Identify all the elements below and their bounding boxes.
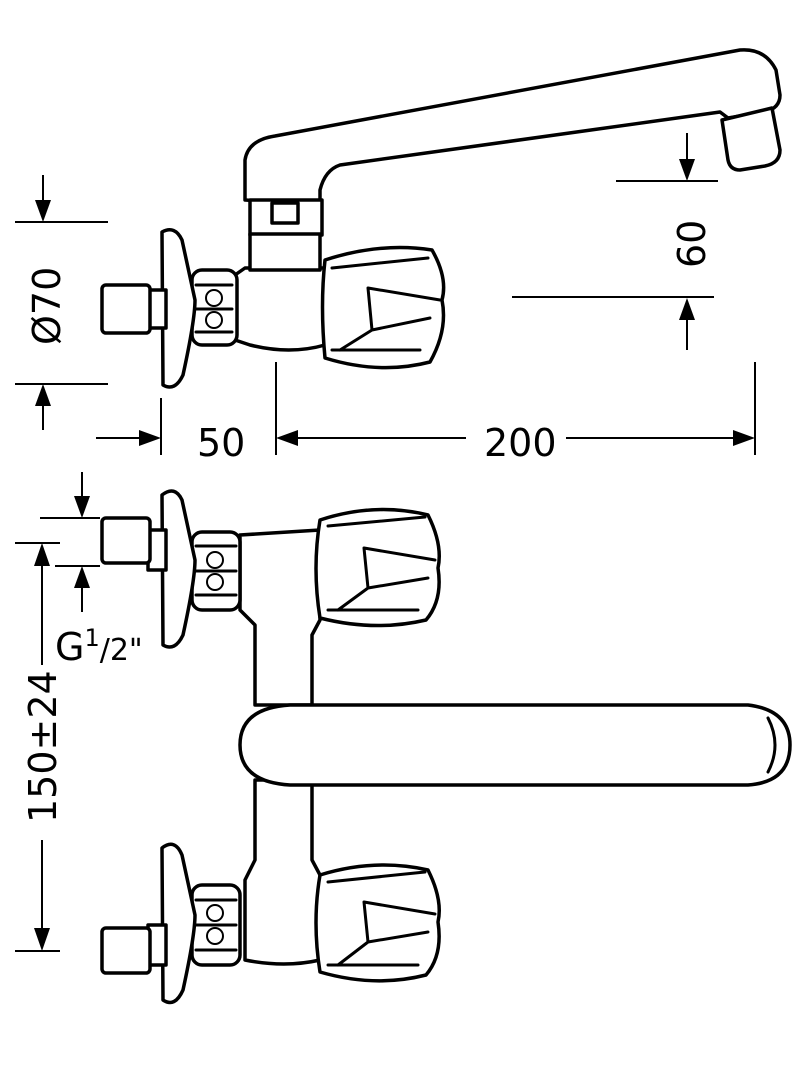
lower-flange	[160, 842, 197, 1005]
thread-denominator: /2"	[100, 633, 143, 668]
dim-thread: G1/2"	[40, 472, 143, 669]
front-view	[100, 489, 792, 1005]
upper-knob	[314, 507, 441, 628]
thread-numerator: 1	[84, 624, 99, 652]
vertical-body-lower	[243, 778, 322, 966]
thread-letter: G	[55, 625, 84, 669]
center-distance-label: 150±24	[21, 670, 65, 823]
reach-label: 200	[484, 421, 557, 465]
upper-inlet-cap	[100, 516, 152, 565]
spout-front	[238, 703, 792, 787]
spout-tip	[720, 106, 782, 172]
valve-body-side	[233, 266, 327, 352]
thread-label: G1/2"	[55, 624, 143, 669]
upper-flange	[160, 489, 197, 649]
side-view	[100, 48, 782, 389]
vertical-body	[238, 528, 322, 707]
flange-depth-label: 50	[197, 421, 245, 465]
spout-side	[243, 48, 782, 207]
lower-inlet-cap	[100, 926, 152, 975]
knob-side	[320, 245, 446, 370]
lower-knob	[314, 863, 441, 983]
outlet-height-label: 60	[670, 220, 714, 268]
dim-outlet-height: 60	[512, 133, 718, 350]
diameter-label: Ø70	[25, 267, 69, 345]
inlet-cap-side	[100, 283, 152, 335]
flange-side	[160, 228, 197, 389]
dim-center-distance: 150±24	[15, 542, 65, 952]
swivel-nut	[270, 201, 300, 225]
body-neck	[248, 232, 322, 272]
dim-diameter: Ø70	[15, 175, 108, 430]
dim-horizontal: 50 200	[96, 362, 756, 465]
